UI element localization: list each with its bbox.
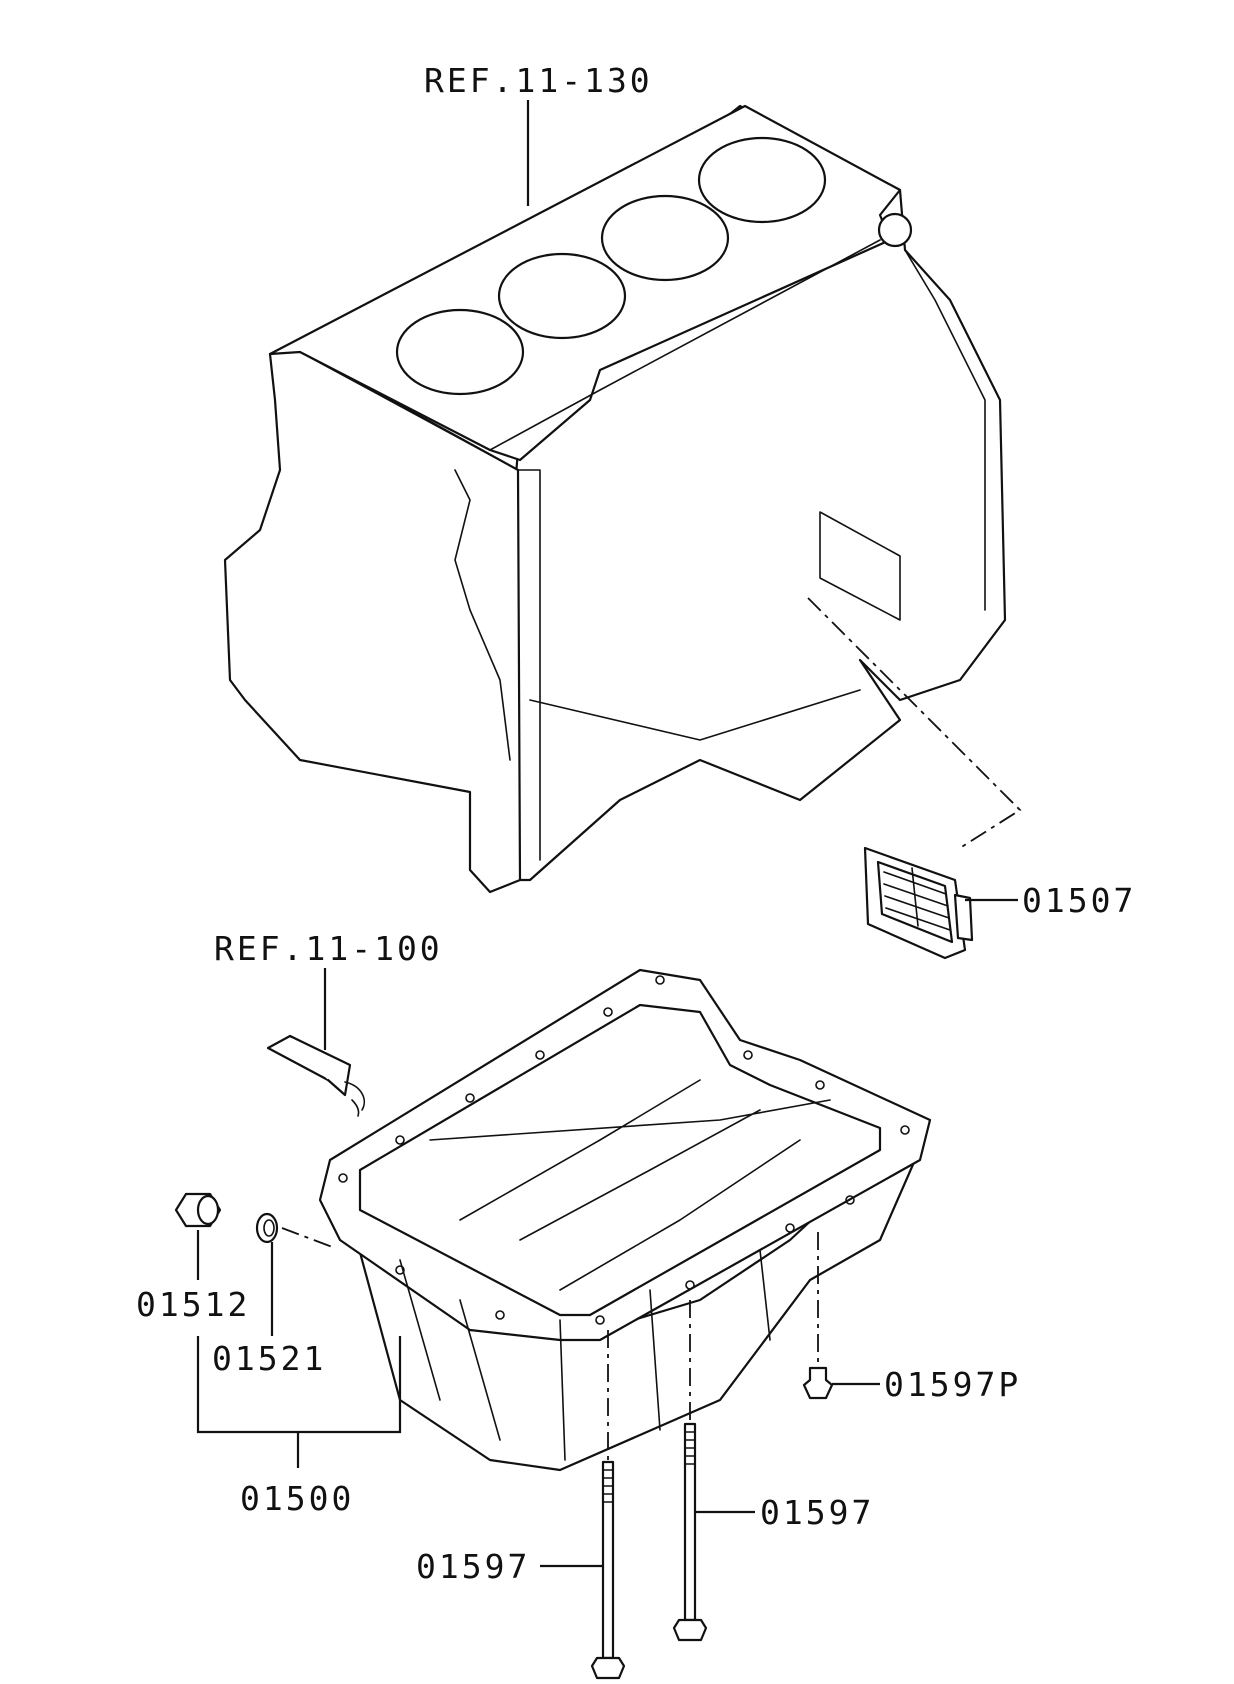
bolt-right-01597 [672,1422,708,1642]
bolt-01597p [802,1366,834,1400]
label-part-01500: 01500 [240,1479,354,1518]
leader-lines [196,100,1018,1568]
strainer-assembly-line [807,597,1022,849]
label-ref-11-130: REF.11-130 [424,61,653,100]
gasket-assembly-line [281,1227,336,1249]
label-part-01597-left: 01597 [416,1547,530,1586]
label-ref-11-100: REF.11-100 [214,929,443,968]
oil-strainer [863,846,974,960]
label-part-01512: 01512 [136,1285,250,1324]
label-part-01521: 01521 [212,1339,326,1378]
oil-pan [318,968,932,1472]
pan-flange-holes [338,975,910,1325]
sealant-tube [266,1034,366,1117]
engine-block [223,104,1007,894]
label-part-01597p: 01597P [884,1365,1021,1404]
label-part-01597-right: 01597 [760,1493,874,1532]
label-part-01507: 01507 [1022,881,1136,920]
drain-plug [174,1192,222,1228]
gasket [255,1212,279,1244]
bolt-left-01597 [590,1460,626,1680]
